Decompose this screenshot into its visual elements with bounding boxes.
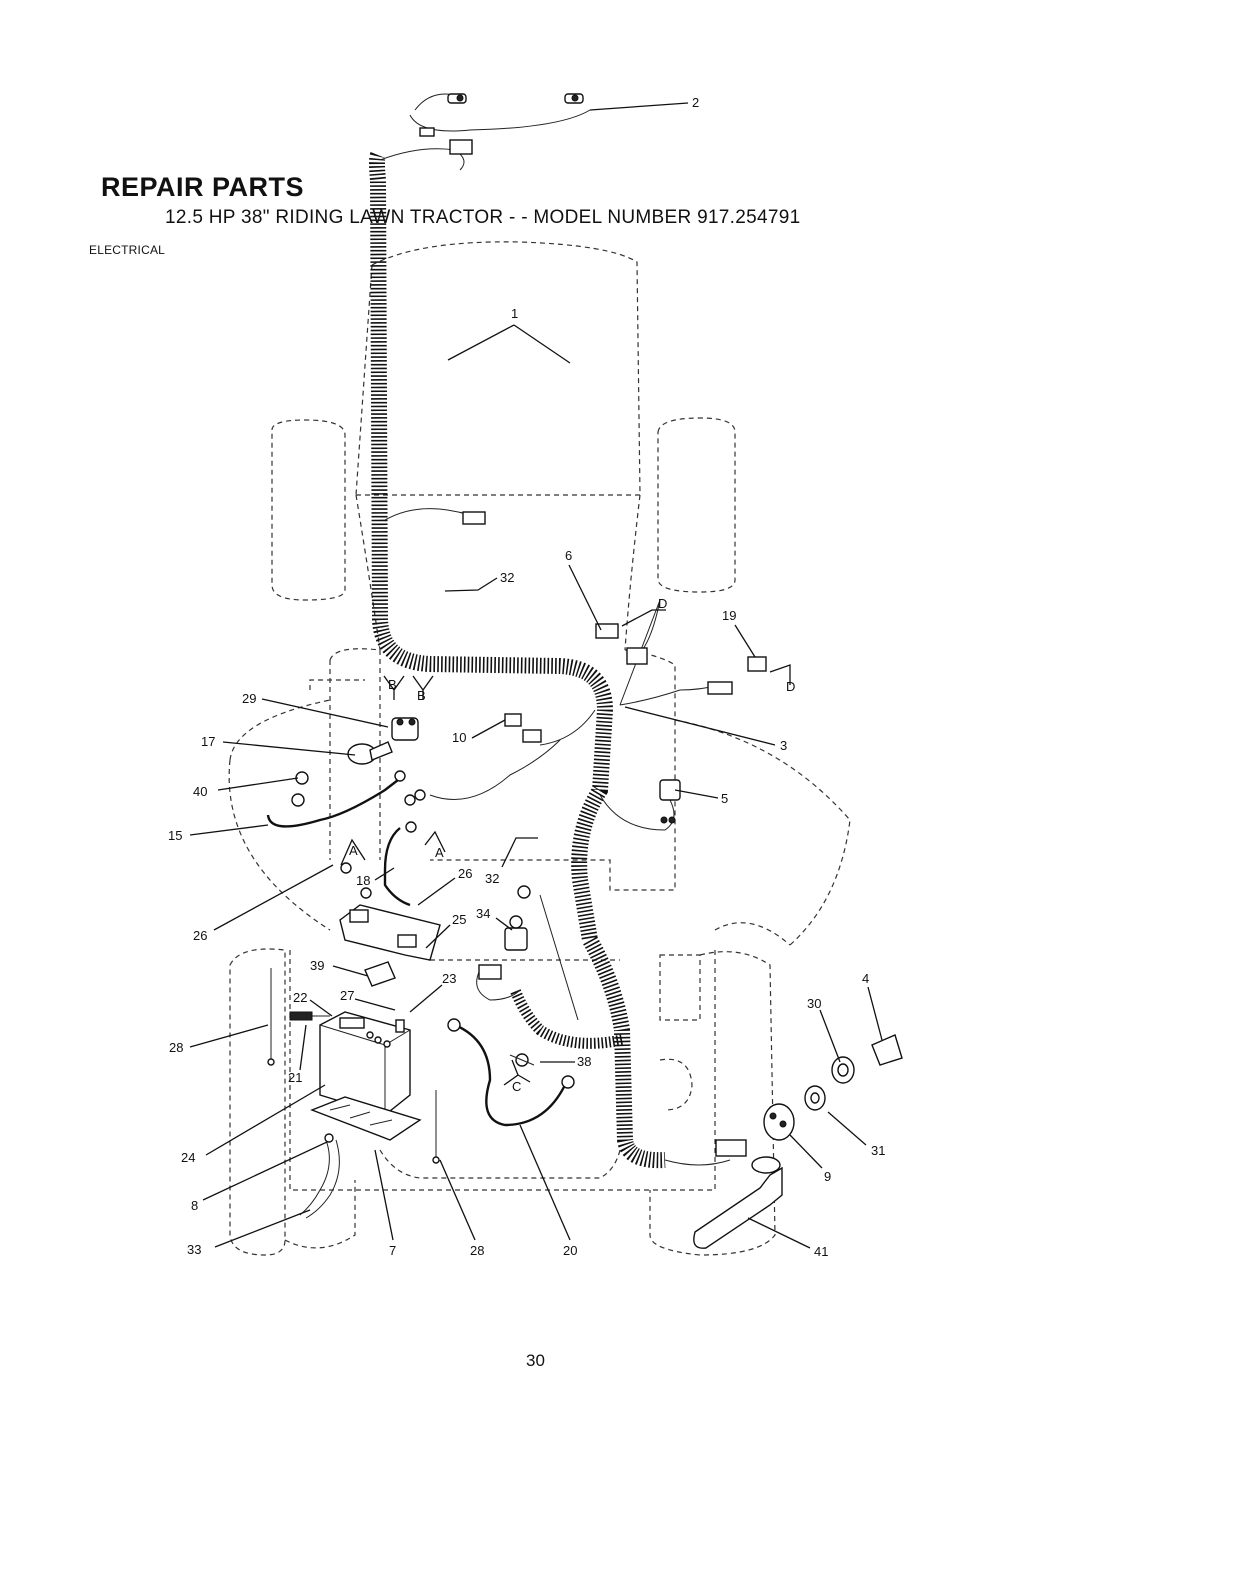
connector-a-right: A	[435, 845, 444, 860]
solenoid	[392, 718, 418, 740]
headlight-bulb-right	[565, 94, 583, 103]
front-connector	[463, 512, 485, 524]
page-number: 30	[526, 1351, 545, 1371]
callout-33: 33	[187, 1242, 201, 1257]
fuse-holder	[505, 714, 541, 742]
pto-switch	[708, 657, 766, 694]
ignition-nut	[805, 1086, 825, 1110]
callout-7: 7	[389, 1243, 396, 1258]
callout-26-left: 26	[193, 928, 207, 943]
callout-18: 18	[356, 873, 370, 888]
tractor-outline	[229, 242, 850, 945]
connector-a-left: A	[349, 843, 358, 858]
wiring-harness-loom	[377, 155, 665, 1160]
callout-32-center: 32	[485, 871, 499, 886]
connector-c: C	[512, 1079, 521, 1094]
harness-connector	[479, 965, 501, 979]
callout-8: 8	[191, 1198, 198, 1213]
callout-3: 3	[780, 738, 787, 753]
interlock-switch	[596, 624, 647, 664]
callout-numbers: 1 2 3 4 5 6 7 8 9 10 15 17 18 19 20 21 2…	[168, 95, 885, 1259]
callout-15: 15	[168, 828, 182, 843]
callout-28-left: 28	[169, 1040, 183, 1055]
callout-24: 24	[181, 1150, 195, 1165]
callout-21: 21	[288, 1070, 302, 1085]
drain-tube	[300, 1134, 339, 1218]
connector-d-right: D	[786, 679, 795, 694]
callout-23: 23	[442, 971, 456, 986]
wiring	[268, 94, 730, 1165]
headlight-bulb-left	[448, 94, 466, 103]
ignition-key	[872, 1035, 902, 1065]
fuel-tank-grommet-tube	[694, 1157, 782, 1248]
callout-29: 29	[242, 691, 256, 706]
battery-hold-down	[340, 905, 440, 960]
ignition-washer	[832, 1057, 854, 1083]
callout-40: 40	[193, 784, 207, 799]
callout-17: 17	[201, 734, 215, 749]
callout-31: 31	[871, 1143, 885, 1158]
callout-25: 25	[452, 912, 466, 927]
connector-d-upper: D	[658, 596, 667, 611]
callout-30: 30	[807, 996, 821, 1011]
callout-28-bottom: 28	[470, 1243, 484, 1258]
ignition-switch	[716, 1104, 794, 1156]
relay	[505, 916, 527, 950]
callout-38: 38	[577, 1054, 591, 1069]
connector-b-right: B	[417, 688, 426, 703]
callout-41: 41	[814, 1244, 828, 1259]
front-left-wheel	[272, 420, 345, 600]
callout-19: 19	[722, 608, 736, 623]
seat-switch	[660, 780, 680, 823]
callout-9: 9	[824, 1169, 831, 1184]
callout-2: 2	[692, 95, 699, 110]
callout-4: 4	[862, 971, 869, 986]
callout-1: 1	[511, 306, 518, 321]
carriage-bolt-left	[268, 968, 274, 1065]
battery	[320, 1012, 410, 1115]
callout-32-top: 32	[500, 570, 514, 585]
callout-39: 39	[310, 958, 324, 973]
carriage-bolt-center	[433, 1090, 439, 1163]
callout-27: 27	[340, 988, 354, 1003]
battery-insulator	[365, 962, 395, 986]
callout-26-right: 26	[458, 866, 472, 881]
battery-bolt	[290, 1012, 330, 1020]
callout-6: 6	[565, 548, 572, 563]
connector-references: B B A A C D D	[341, 596, 795, 1094]
callout-22: 22	[293, 990, 307, 1005]
terminal-cover	[348, 742, 392, 764]
callout-34: 34	[476, 906, 490, 921]
headlight-connector	[420, 128, 472, 154]
callout-10: 10	[452, 730, 466, 745]
front-right-wheel	[658, 418, 735, 592]
callout-5: 5	[721, 791, 728, 806]
connector-b-left: B	[388, 677, 397, 692]
callout-20: 20	[563, 1243, 577, 1258]
